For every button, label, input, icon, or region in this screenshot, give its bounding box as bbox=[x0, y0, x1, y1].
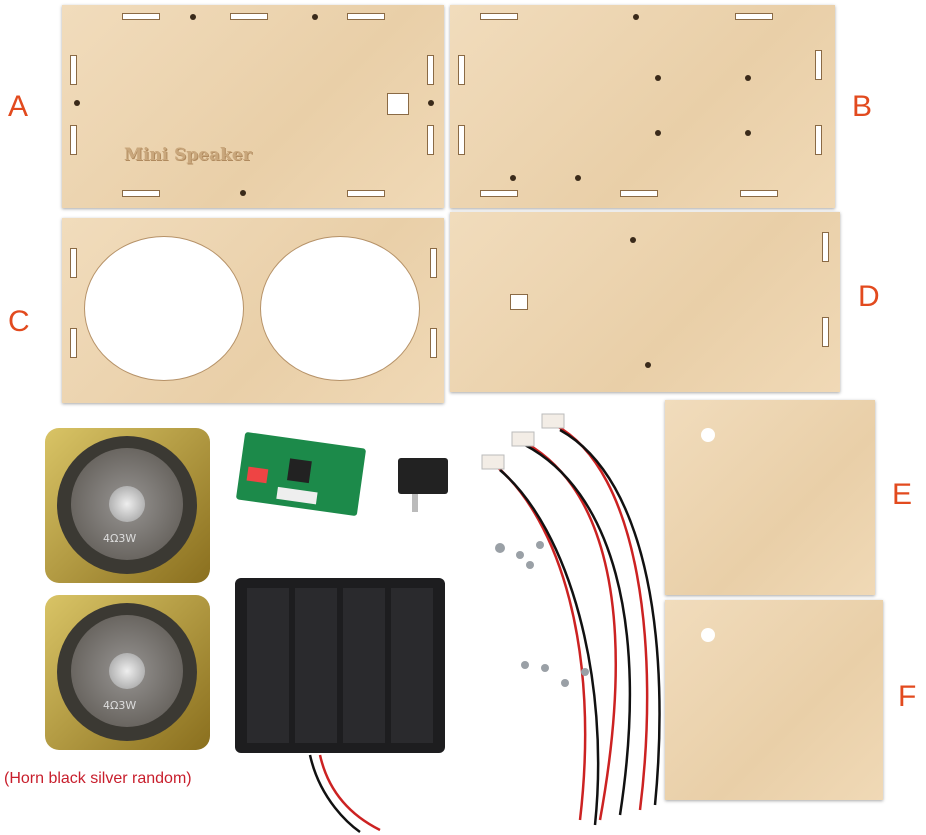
battery-holder bbox=[235, 578, 445, 753]
speaker-marking: 4Ω3W bbox=[103, 699, 137, 712]
panel-e bbox=[665, 400, 875, 595]
panel-d bbox=[450, 212, 840, 392]
panel-b bbox=[450, 5, 835, 208]
rocker-switch bbox=[398, 458, 448, 494]
label-b: B bbox=[852, 90, 873, 123]
speaker-2: 4Ω3W bbox=[45, 595, 210, 750]
mini-speaker-engraving: Mini Speaker bbox=[124, 145, 252, 165]
label-c: C bbox=[8, 305, 30, 338]
label-d: D bbox=[858, 280, 880, 313]
speaker-marking: 4Ω3W bbox=[103, 532, 137, 545]
caption: (Horn black silver random) bbox=[4, 770, 192, 787]
panel-a: Mini Speaker bbox=[62, 5, 444, 208]
panel-c bbox=[62, 218, 444, 403]
label-f: F bbox=[898, 680, 917, 713]
speaker-1: 4Ω3W bbox=[45, 428, 210, 583]
panel-f bbox=[665, 600, 883, 800]
label-a: A bbox=[8, 90, 29, 123]
label-e: E bbox=[892, 478, 913, 511]
